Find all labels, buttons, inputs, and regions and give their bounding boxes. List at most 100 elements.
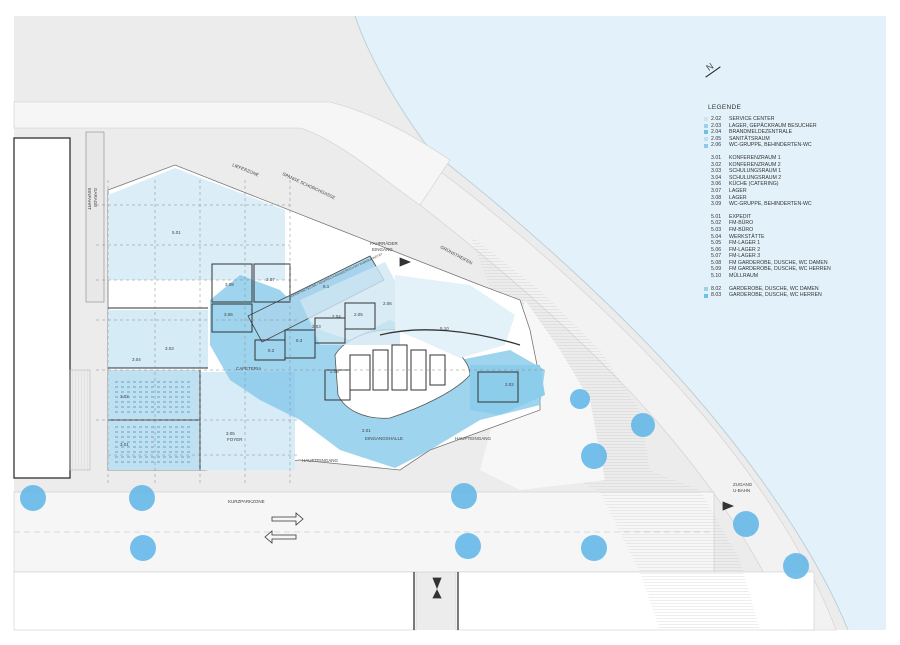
legend-item: 5.01 EXPEDIT [704,214,884,221]
legend-item: 2.03 LAGER, GEPÄCKRAUM BESUCHER [704,123,884,130]
legend-label: KÜCHE (CATERING) [729,181,779,188]
legend-swatch [704,169,708,173]
room-5-10-zone [395,275,515,358]
room-3-04: 3.04 [132,357,141,362]
tree [130,535,156,561]
room-foyer-no: 3.05 [226,431,235,436]
legend-code: 3.07 [711,187,722,194]
north-label: N [704,61,715,73]
legend-label: FM-BÜRO [729,226,754,233]
neighbour-building [13,137,71,479]
river [355,16,886,630]
legend-label: SERVICE CENTER [729,116,775,122]
legend-item: 5.04 WERKSTÄTTE [704,234,884,241]
legend-label: FM GARDEROBE, DUSCHE, WC DAMEN [729,259,828,266]
legend-label: SCHULUNGSRAUM 2 [729,174,782,181]
room-3-03: 3.03 [165,346,174,351]
legend-label: FM-BÜRO [729,220,754,227]
river-bank [354,15,849,631]
legend-item: 5.08 FM GARDEROBE, DUSCHE, WC DAMEN [704,260,884,267]
room-2-01: 2.01 [362,428,371,433]
legend-code: 2.06 [711,142,722,149]
road-arrows [264,257,735,599]
curved-facade [379,329,521,346]
legend-swatch [704,286,708,291]
tree [570,389,590,409]
label-einfahrt: EINFAHRT [87,188,92,210]
legend-swatch [704,143,708,148]
legend-swatch [704,293,708,298]
arrow-left-icon [271,512,304,526]
room-3-06: 3.06 [224,312,233,317]
room-3-02: 3.02 [120,394,129,399]
garage-ramp [85,131,105,303]
legend-swatch [704,183,708,187]
label-fahrrad-eingang: EINGANG [372,247,393,252]
legend-code: 3.06 [711,181,722,188]
legend-label: GARDEROBE, DUSCHE, WC HERREN [729,292,822,299]
tree [783,553,809,579]
legend-code: 5.10 [711,273,722,280]
legend-code: 5.08 [711,259,722,266]
legend-label: SCHULUNGSRAUM 1 [729,168,782,175]
room-8-3: 8.3 [296,338,303,343]
legend-swatch [704,274,708,278]
upper-road [13,101,451,206]
room-2-06: 2.06 [383,301,392,306]
legend-swatch [704,163,708,167]
tree [20,485,46,511]
south-block-right [455,571,815,631]
legend-label: FM-LAGER 3 [729,253,761,260]
room-3-01: 3.01 [120,442,129,447]
legend-item: 8.03 GARDEROBE, DUSCHE, WC HERREN [704,292,884,299]
legend-code: 5.02 [711,220,722,227]
trees [20,389,809,579]
legend-label: MÜLLRAUM [729,273,759,280]
legend-code: 5.07 [711,253,722,260]
legend-code: 2.03 [711,122,722,129]
legend-swatch [704,156,708,160]
tree [631,413,655,437]
legend-swatch [704,176,708,180]
room-2-05: 2.05 [354,312,363,317]
label-ubahn: U-BAHN [733,488,750,493]
legend-code: 5.06 [711,246,722,253]
legend-swatch [704,202,708,206]
legend-label: GARDEROBE, DUSCHE, WC DAMEN [729,285,819,292]
legend-code: 5.04 [711,233,722,240]
label-garage: GARAGE [93,188,98,207]
room-2-08: 2.08 [330,369,339,374]
legend-label: LAGER, GEPÄCKRAUM BESUCHER [729,122,817,129]
legend-label: WERKSTÄTTE [729,233,765,240]
legend-label: KONFERENZRAUM 1 [729,154,781,161]
legend-code: 8.03 [711,292,722,299]
legend-label: EXPEDIT [729,213,752,220]
room-8-2: 8.2 [268,348,275,353]
north-arrow-icon: N [704,61,721,78]
legend-swatch [704,117,708,122]
label-cafeteria: CAFETERIA [236,366,261,371]
tree [455,533,481,559]
legend-item: 5.02 FM-BÜRO [704,220,884,227]
label-zugang: ZUGANG [733,482,753,487]
south-block-left [13,571,417,631]
legend-code: 5.01 [711,213,722,220]
legend-label: LAGER [729,194,747,201]
arrow-right-icon [399,257,412,267]
legend-label: BRANDMELDEZENTRALE [729,129,793,136]
legend-label: KONFERENZRAUM 2 [729,161,781,168]
label-kurzparkzone: KURZPARKZONE [228,499,265,504]
